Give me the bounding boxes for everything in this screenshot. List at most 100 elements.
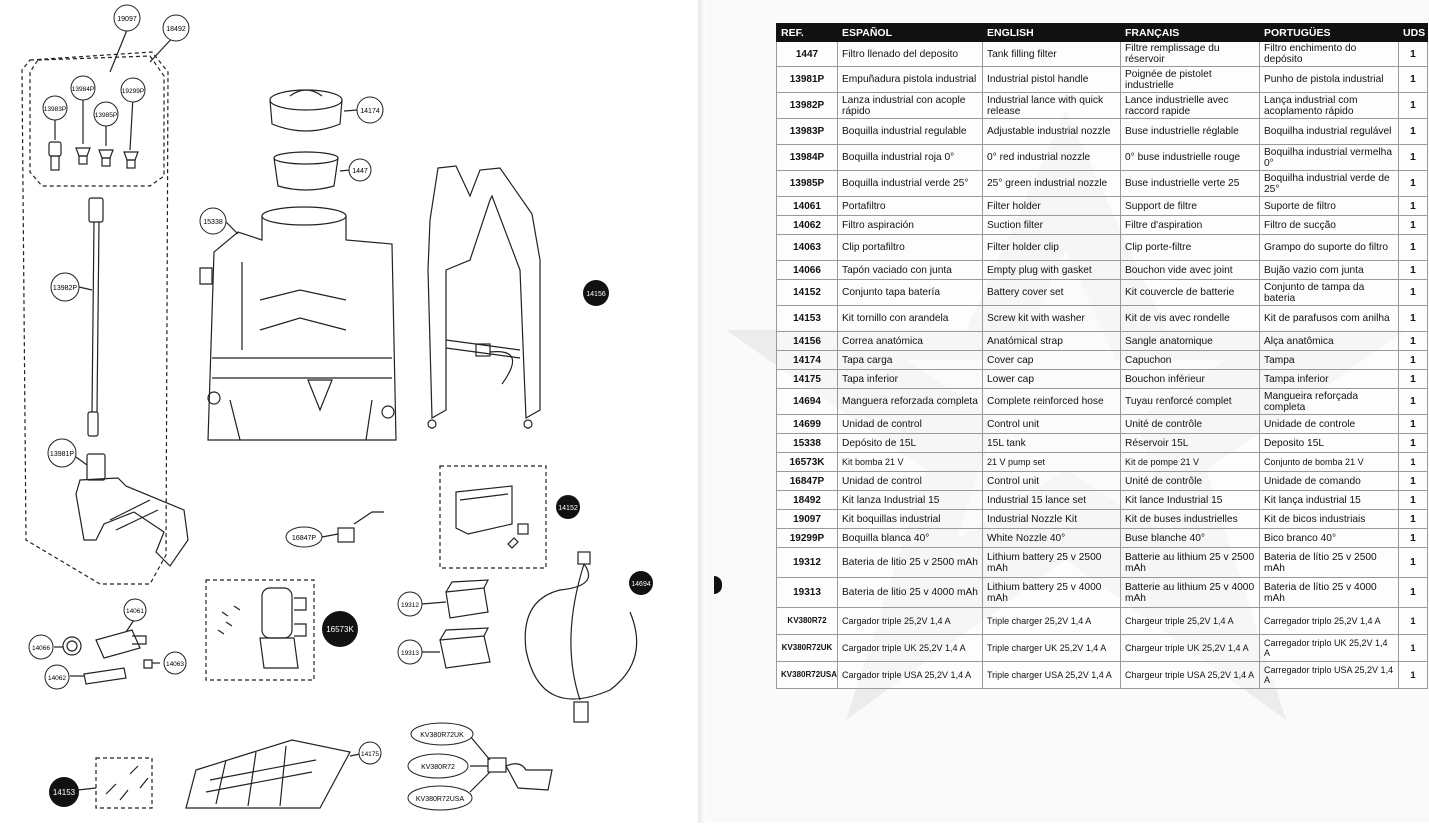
tank-icon xyxy=(207,206,397,441)
screws-icon xyxy=(105,765,149,801)
cell-ref: 14156 xyxy=(776,331,838,351)
svg-text:KV380R72USA: KV380R72USA xyxy=(416,796,465,803)
cell-fr: Tuyau renforcé complet xyxy=(1120,388,1260,415)
cell-en: Control unit xyxy=(982,471,1121,491)
cell-es: Portafiltro xyxy=(837,196,983,216)
cell-en: Industrial Nozzle Kit xyxy=(982,509,1121,529)
cell-fr: Unité de contrôle xyxy=(1120,414,1260,434)
cell-ref: 14066 xyxy=(776,260,838,280)
cell-en: Triple charger 25,2V 1,4 A xyxy=(982,607,1121,635)
cell-fr: Chargeur triple USA 25,2V 1,4 A xyxy=(1120,661,1260,689)
callout-14694: 14694 xyxy=(629,571,653,595)
filter-holder-icon xyxy=(95,619,147,659)
cell-es: Kit boquillas industrial xyxy=(837,509,983,529)
callout-KV380R72UK: KV380R72UK xyxy=(410,722,474,746)
cell-ref: 13984P xyxy=(776,144,838,171)
anatomical-strap-icon xyxy=(427,165,541,429)
cell-es: Kit lanza Industrial 15 xyxy=(837,490,983,510)
cell-ref: 19299P xyxy=(776,528,838,548)
pump-icon xyxy=(217,587,307,669)
svg-text:1447: 1447 xyxy=(352,168,368,175)
cell-en: Control unit xyxy=(982,414,1121,434)
callout-14061: 14061 xyxy=(123,598,147,622)
cell-uds: 1 xyxy=(1398,170,1428,197)
cell-uds: 1 xyxy=(1398,305,1428,332)
cell-es: Kit tornillo con arandela xyxy=(837,305,983,332)
cell-es: Clip portafiltro xyxy=(837,234,983,261)
page-edge-mark xyxy=(714,576,722,594)
svg-text:14152: 14152 xyxy=(558,505,578,512)
cell-es: Unidad de control xyxy=(837,414,983,434)
cell-uds: 1 xyxy=(1398,414,1428,434)
callout-13983P: 13983P xyxy=(42,95,68,121)
cell-fr: Chargeur triple 25,2V 1,4 A xyxy=(1120,607,1260,635)
cell-uds: 1 xyxy=(1398,279,1428,306)
callout-19299P: 19299P xyxy=(120,77,146,103)
header-pt: PORTUGÜES xyxy=(1259,23,1399,42)
cell-en: Filter holder xyxy=(982,196,1121,216)
callout-16847P: 16847P xyxy=(285,526,323,548)
battery-cover-outline xyxy=(439,465,547,569)
cell-pt: Bico branco 40° xyxy=(1259,528,1399,548)
header-fr: FRANÇAIS xyxy=(1120,23,1260,42)
cell-es: Boquilla industrial roja 0° xyxy=(837,144,983,171)
callout-14153: 14153 xyxy=(49,777,79,807)
cell-es: Filtro aspiración xyxy=(837,215,983,235)
cell-ref: 15338 xyxy=(776,433,838,453)
nozzle-19299P-icon xyxy=(123,151,139,169)
table-header-row: REF. ESPAÑOL ENGLISH FRANÇAIS PORTUGÜES … xyxy=(776,23,1428,42)
cell-es: Boquilla industrial verde 25° xyxy=(837,170,983,197)
header-en: ENGLISH xyxy=(982,23,1121,42)
cell-en: Suction filter xyxy=(982,215,1121,235)
cell-en: 25° green industrial nozzle xyxy=(982,170,1121,197)
svg-text:14153: 14153 xyxy=(53,788,76,797)
cell-en: Industrial 15 lance set xyxy=(982,490,1121,510)
cell-es: Unidad de control xyxy=(837,471,983,491)
cell-uds: 1 xyxy=(1398,41,1428,67)
cell-pt: Carregador triplo UK 25,2V 1,4 A xyxy=(1259,634,1399,662)
svg-text:16847P: 16847P xyxy=(292,535,316,542)
parts-table: REF. ESPAÑOL ENGLISH FRANÇAIS PORTUGÜES … xyxy=(776,23,1428,689)
cell-en: Empty plug with gasket xyxy=(982,260,1121,280)
cell-ref: 13983P xyxy=(776,118,838,145)
cell-uds: 1 xyxy=(1398,509,1428,529)
cell-fr: Filtre remplissage du réservoir xyxy=(1120,41,1260,67)
filter-clip-icon xyxy=(143,659,160,669)
cell-ref: 14175 xyxy=(776,369,838,389)
callout-18492: 18492 xyxy=(162,14,190,42)
cell-ref: 14699 xyxy=(776,414,838,434)
callout-KV380R72USA: KV380R72USA xyxy=(407,785,473,811)
cell-ref: 19313 xyxy=(776,577,838,608)
cell-uds: 1 xyxy=(1398,547,1428,578)
cell-pt: Punho de pistola industrial xyxy=(1259,66,1399,93)
cell-en: 15L tank xyxy=(982,433,1121,453)
cell-pt: Kit de bicos industriais xyxy=(1259,509,1399,529)
svg-text:18492: 18492 xyxy=(166,26,186,33)
cell-uds: 1 xyxy=(1398,144,1428,171)
callout-14156: 14156 xyxy=(583,280,609,306)
cell-uds: 1 xyxy=(1398,215,1428,235)
cell-uds: 1 xyxy=(1398,369,1428,389)
svg-text:14174: 14174 xyxy=(360,108,380,115)
cell-es: Cargador triple 25,2V 1,4 A xyxy=(837,607,983,635)
svg-text:14063: 14063 xyxy=(166,661,184,668)
cell-pt: Boquilha industrial verde de 25° xyxy=(1259,170,1399,197)
cell-fr: Bouchon vide avec joint xyxy=(1120,260,1260,280)
lance-kit-outline xyxy=(21,51,169,585)
cell-pt: Bujão vazio com junta xyxy=(1259,260,1399,280)
cell-uds: 1 xyxy=(1398,452,1428,472)
cell-pt: Filtro de sucção xyxy=(1259,215,1399,235)
cell-en: Filter holder clip xyxy=(982,234,1121,261)
empty-plug-icon xyxy=(54,636,82,656)
cell-en: Lithium battery 25 v 2500 mAh xyxy=(982,547,1121,578)
cell-es: Boquilla industrial regulable xyxy=(837,118,983,145)
